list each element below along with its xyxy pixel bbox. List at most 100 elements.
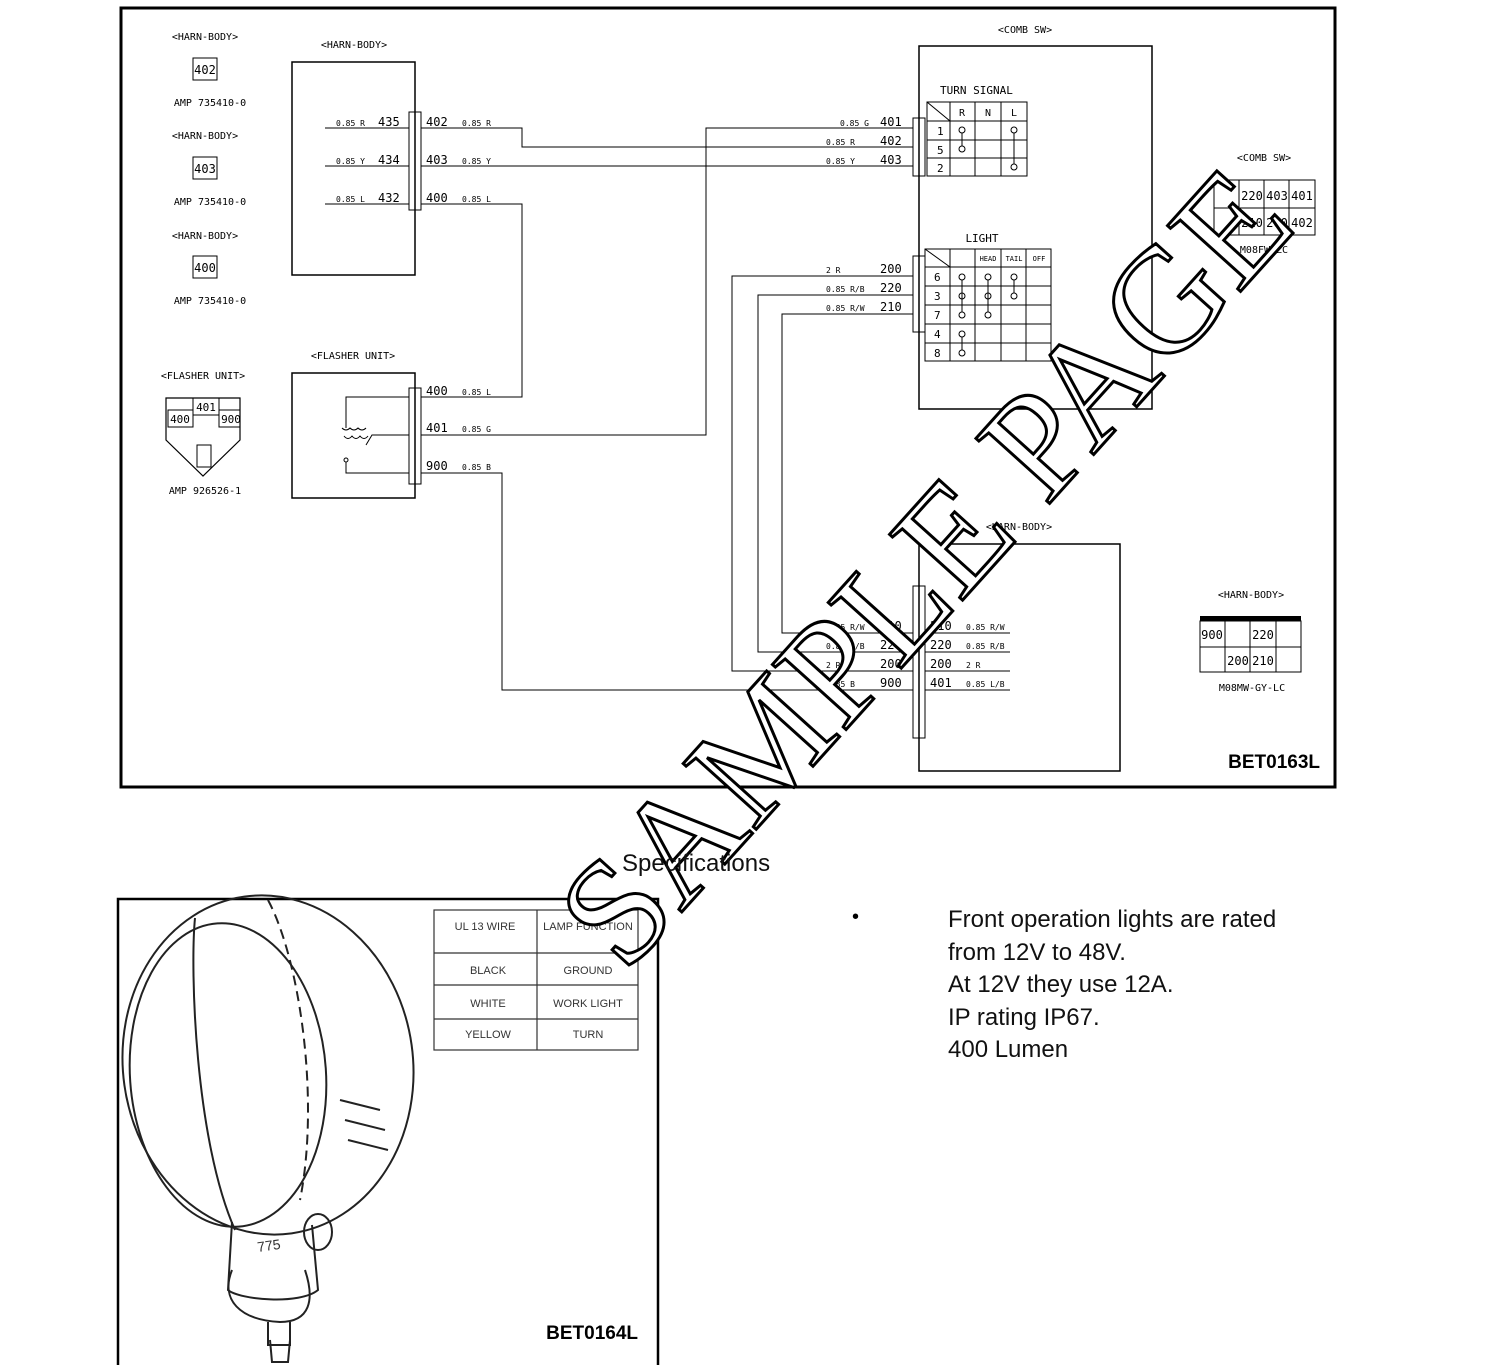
table-header-wire: UL 13 WIRE (455, 921, 516, 933)
flasher-connector-icon: <FLASHER UNIT> 401 400 900 AMP 926526-1 (161, 371, 245, 497)
pin-label: 403 (880, 153, 902, 167)
flasher-unit: <FLASHER UNIT> 400 0.85 L 401 0.85 G 900… (291, 351, 491, 499)
wire-label: 2 R (826, 661, 841, 670)
specifications-title: Specifications (622, 850, 771, 877)
flasher-connector-part: AMP 926526-1 (169, 486, 241, 497)
pin-label: 900 (426, 459, 448, 473)
light-col-label: TAIL (1006, 255, 1023, 263)
wire-label: 2 R (826, 266, 841, 275)
wire-label: 0.85 R/W (966, 623, 1005, 632)
wire-label: 0.85 R (462, 119, 491, 128)
pin-label: 220 (930, 638, 952, 652)
light-row-label: 3 (934, 290, 941, 303)
light-row-label: 8 (934, 347, 941, 360)
pin-label: 401 (880, 115, 902, 129)
wire-label: 0.85 R (336, 119, 365, 128)
flasher-connector-label: <FLASHER UNIT> (161, 371, 245, 382)
connector-cell: 402 (1291, 216, 1313, 230)
bullet-icon: • (852, 906, 860, 928)
connector-pin: 403 (194, 162, 216, 176)
spec-line: 400 Lumen (948, 1036, 1069, 1063)
harn-body-bottom-label: <HARN-BODY> (986, 522, 1052, 533)
pin-label: 400 (426, 191, 448, 205)
pin-label: 220 (880, 638, 902, 652)
lamp-figure: BET0164L 775 UL 13 WIRE LAMP FUNCTION (116, 894, 660, 1365)
connector-pin: 400 (194, 261, 216, 275)
wire-label: 0.85 R/B (826, 285, 865, 294)
comb-sw-label: <COMB SW> (998, 25, 1052, 36)
wire-label: 0.85 R/B (966, 642, 1005, 651)
top-diagram-id: BET0163L (1228, 752, 1320, 773)
comb-sw-connector-part: M08FW-LC (1240, 245, 1288, 256)
spec-line: IP rating IP67. (948, 1003, 1100, 1031)
connector-cell: 210 (1241, 216, 1263, 230)
harn-body-connector: <HARN-BODY> 900 220 200 210 M08MW-GY-LC (1199, 590, 1302, 694)
connector-cell: 220 (1241, 189, 1263, 203)
flasher-pin: 900 (221, 413, 241, 426)
table-cell: WORK LIGHT (553, 998, 623, 1010)
left-connector-402: <HARN-BODY> 402 AMP 735410-0 (172, 32, 246, 109)
spec-line: Front operation lights are rated (948, 906, 1277, 933)
flasher-pin: 401 (196, 401, 216, 414)
wire-label: 0.85 Y (462, 157, 491, 166)
turn-signal-title: TURN SIGNAL (940, 84, 1013, 97)
connector-cell: 210 (1252, 654, 1274, 668)
wire-label: 0.85 G (462, 425, 491, 434)
lamp-model-label: 775 (256, 1236, 282, 1255)
pin-label: 401 (426, 421, 448, 435)
wires (421, 127, 913, 691)
pin-label: 400 (426, 384, 448, 398)
lamp-drawing (121, 894, 415, 1363)
pin-label: 435 (378, 115, 400, 129)
pin-label: 434 (378, 153, 400, 167)
harn-body-top-label: <HARN-BODY> (321, 40, 387, 51)
pin-label: 403 (426, 153, 448, 167)
pin-label: 200 (880, 262, 902, 276)
connector-cell: 401 (1291, 189, 1313, 203)
light-col-label: OFF (1033, 255, 1046, 263)
harn-body-connector-label: <HARN-BODY> (1218, 590, 1284, 601)
turn-row-label: 5 (937, 144, 944, 157)
pin-label: 210 (880, 619, 902, 633)
wire-label: 0.85 G (840, 119, 869, 128)
specifications-text: Front operation lights are rated from 12… (948, 904, 1276, 1067)
pin-label: 200 (880, 657, 902, 671)
turn-col-label: N (985, 108, 991, 119)
wire-label: 0.85 R/B (826, 642, 865, 651)
left-connector-400: <HARN-BODY> 400 AMP 735410-0 (172, 231, 246, 307)
light-title: LIGHT (965, 232, 998, 245)
comb-sw-connector: <COMB SW> 220 403 401 210 200 402 M08FW-… (1213, 153, 1316, 256)
connector-cell: 403 (1266, 189, 1288, 203)
table-cell: WHITE (470, 998, 505, 1010)
wire-label: 0.85 R/W (826, 304, 865, 313)
turn-row-label: 2 (937, 162, 944, 175)
spec-line: At 12V they use 12A. (948, 971, 1174, 998)
top-diagram-frame (119, 6, 1337, 789)
pin-label: 402 (426, 115, 448, 129)
connector-cell: 220 (1252, 628, 1274, 642)
pin-label: 210 (930, 619, 952, 633)
connector-part: AMP 735410-0 (174, 98, 246, 109)
harn-body-connector-part: M08MW-GY-LC (1219, 683, 1285, 694)
wire-label: 0.85 B (462, 463, 491, 472)
wire-label: 0.85 R/W (826, 623, 865, 632)
light-row-label: 7 (934, 309, 941, 322)
left-connector-403: <HARN-BODY> 403 AMP 735410-0 (172, 131, 246, 208)
connector-cell: 900 (1201, 628, 1223, 642)
wire-label: 0.85 L (462, 388, 491, 397)
wire-label: 0.85 Y (826, 157, 855, 166)
table-cell: TURN (573, 1029, 604, 1041)
wire-function-table (433, 909, 639, 1051)
wire-label: 0.85 L (462, 195, 491, 204)
spec-line: from 12V to 48V. (948, 938, 1126, 966)
turn-col-label: R (959, 108, 966, 119)
table-cell: BLACK (470, 965, 507, 977)
wire-label: 0.85 L (336, 195, 365, 204)
connector-cell: 200 (1266, 216, 1288, 230)
wire-label: 0.85 L/B (966, 680, 1005, 689)
connector-part: AMP 735410-0 (174, 296, 246, 307)
pin-label: 220 (880, 281, 902, 295)
table-cell: GROUND (564, 965, 613, 977)
light-col-label: HEAD (980, 255, 997, 263)
